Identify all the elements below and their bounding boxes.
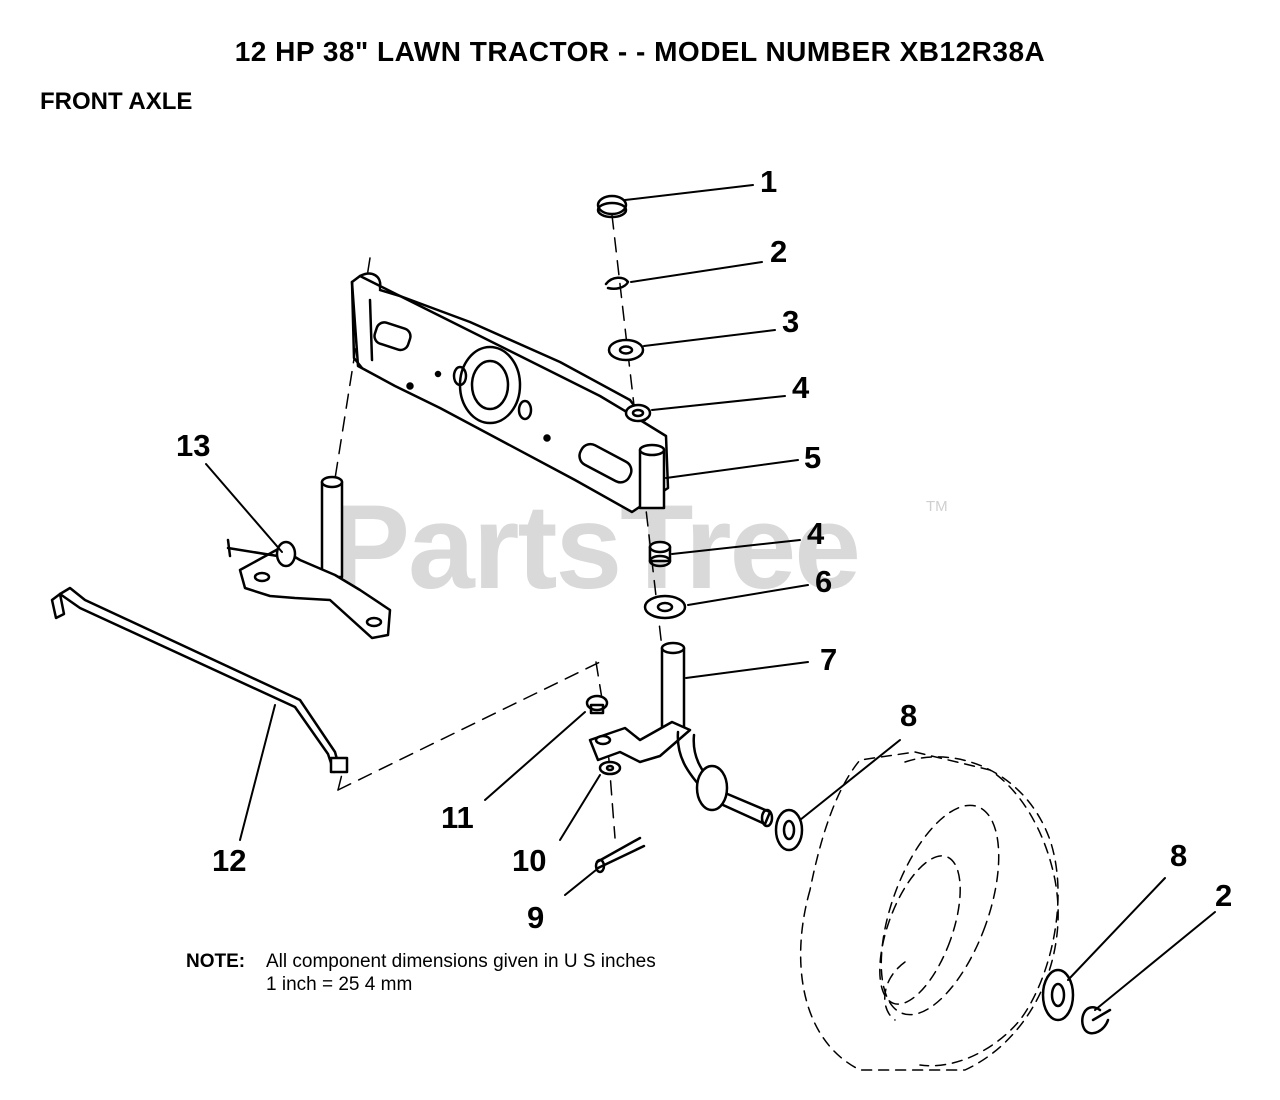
- callout-3: 3: [782, 304, 800, 339]
- washer-part-3: [607, 338, 645, 362]
- e-ring-part-2: [604, 276, 630, 290]
- watermark-trademark: TM: [926, 498, 948, 515]
- callout-7: 7: [820, 642, 838, 677]
- right-spindle: [588, 641, 774, 828]
- bolt-part-11: [585, 694, 609, 715]
- callout-4-bottom: 4: [807, 516, 825, 551]
- front-wheel: [799, 751, 1059, 1071]
- bushing-part-4-bottom: [648, 540, 672, 568]
- washer-part-8-outer: [1041, 968, 1075, 1022]
- left-spindle: [226, 475, 392, 640]
- dimension-note: NOTE: All component dimensions given in U…: [186, 950, 656, 996]
- e-ring-part-2-outer: [1081, 1006, 1112, 1035]
- callout-4-top: 4: [792, 370, 810, 405]
- callout-8-inner: 8: [900, 698, 918, 733]
- front-axle-beam: [350, 272, 670, 514]
- callout-5: 5: [804, 440, 822, 475]
- tie-rod: [50, 586, 349, 774]
- bushing-part-4-top: [624, 403, 652, 423]
- washer-part-10: [598, 760, 622, 776]
- note-label: NOTE:: [186, 951, 246, 972]
- callout-6: 6: [815, 564, 833, 599]
- leader-lines: [205, 184, 1216, 1011]
- callout-2: 2: [770, 234, 788, 269]
- note-line-2: 1 inch = 25 4 mm: [266, 974, 413, 995]
- cap-part-1: [596, 194, 628, 219]
- note-line-1: All component dimensions given in U S in…: [266, 951, 656, 972]
- callout-10: 10: [512, 843, 547, 878]
- callout-11: 11: [441, 800, 474, 835]
- cotter-pin-part-9: [594, 836, 646, 874]
- callout-9: 9: [527, 900, 545, 935]
- callout-1: 1: [760, 164, 778, 199]
- callout-2-outer: 2: [1215, 878, 1233, 913]
- section-title: FRONT AXLE: [40, 88, 193, 115]
- washer-part-6: [643, 594, 687, 620]
- page-title: 12 HP 38" LAWN TRACTOR - - MODEL NUMBER …: [234, 36, 1046, 67]
- washer-part-8-inner: [774, 808, 804, 852]
- callout-12: 12: [212, 843, 247, 878]
- callout-8-outer: 8: [1170, 838, 1188, 873]
- callout-13: 13: [176, 428, 211, 463]
